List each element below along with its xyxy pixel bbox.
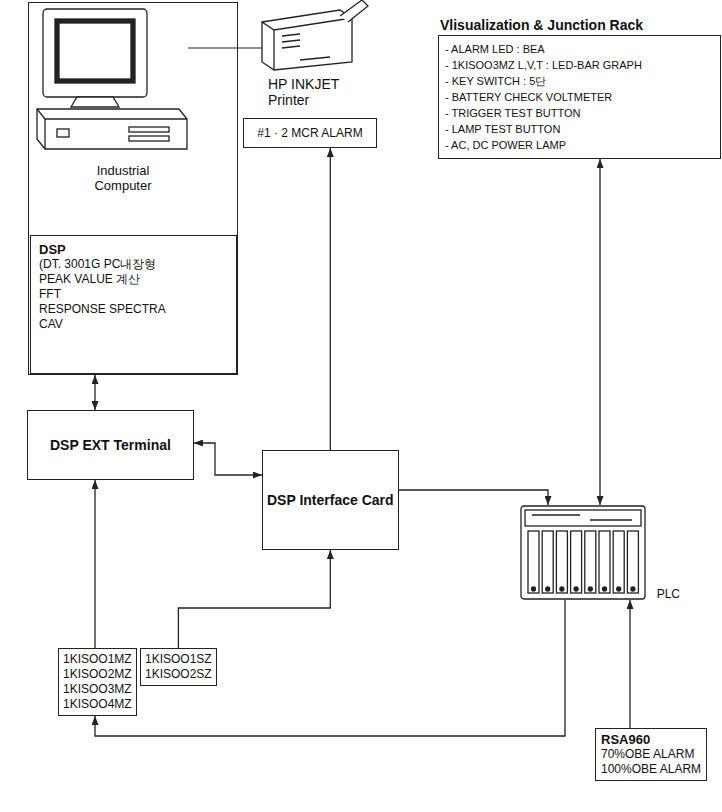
function-item: RESPONSE SPECTRA — [39, 302, 228, 317]
connector — [178, 550, 330, 648]
box-heading: DSP — [39, 242, 228, 257]
alarm-item: 100%OBE ALARM — [601, 762, 701, 777]
sensor-box: 1KISOO1MZ1KISOO2MZ1KISOO3MZ1KISOO4MZ — [58, 648, 137, 716]
connector — [94, 480, 95, 648]
alarm-box: #1 · 2 MCR ALARM — [243, 118, 377, 148]
connector — [94, 375, 95, 410]
plc-illustration — [520, 505, 646, 600]
connector — [194, 443, 262, 475]
rack-item: - ALARM LED : BEA — [445, 41, 714, 57]
rack-heading: Vlisualization & Junction Rack — [440, 18, 721, 33]
connector — [95, 600, 565, 736]
computer-illustration — [29, 3, 237, 163]
box-label: 1KISOO1SZ — [145, 652, 212, 667]
rack-item: - KEY SWITCH : 5단 — [445, 73, 714, 89]
box-label: 1KISOO2MZ — [63, 667, 132, 682]
box-label: 1KISOO3MZ — [63, 682, 132, 697]
connector — [330, 148, 331, 450]
function-item: CAV — [39, 317, 228, 332]
box-label: 1KISOO1MZ — [63, 652, 132, 667]
rack-item: - LAMP TEST BUTTON — [445, 121, 714, 137]
rack-item: - TRIGGER TEST BUTTON — [445, 105, 714, 121]
box-label: DSP Interface Card — [267, 492, 394, 509]
box-heading: RSA960 — [601, 732, 701, 747]
box-label: 1KISOO2SZ — [145, 667, 212, 682]
printer-illustration — [262, 0, 368, 70]
rack-item: - 1KISOO3MZ L,V,T : LED-BAR GRAPH — [445, 57, 714, 73]
alarm-source-box: RSA96070%OBE ALARM100%OBE ALARM — [595, 728, 707, 781]
box-label: DSP EXT Terminal — [50, 437, 171, 454]
box-label: 1KISOO4MZ — [63, 697, 132, 712]
junction-rack: Vlisualization & Junction Rack - ALARM LE… — [438, 18, 721, 159]
rack-list: - ALARM LED : BEA- 1KISOO3MZ L,V,T : LED… — [438, 35, 721, 159]
dsp-box: DSP(DT. 3001G PC내장형PEAK VALUE 계산FFTRESPO… — [30, 235, 237, 374]
alarm-item: 70%OBE ALARM — [601, 747, 701, 762]
connector — [599, 159, 600, 505]
device-label: Industrial Computer — [77, 163, 169, 193]
connector — [399, 490, 548, 505]
printer-cable — [188, 47, 262, 48]
plc-label: PLC — [657, 587, 680, 602]
device-label: HP INKJET Printer — [268, 76, 354, 108]
function-item: (DT. 3001G PC내장형 — [39, 257, 228, 272]
function-item: PEAK VALUE 계산 — [39, 272, 228, 287]
rack-item: - BATTERY CHECK VOLTMETER — [445, 89, 714, 105]
computer-enclosure: Industrial ComputerDSP(DT. 3001G PC내장형PE… — [28, 2, 238, 375]
plc-rack: PLC — [520, 505, 690, 600]
sensor-box: 1KISOO1SZ1KISOO2SZ — [140, 648, 217, 686]
terminal-box: DSP EXT Terminal — [27, 410, 194, 480]
interface-card: DSP Interface Card — [262, 450, 399, 550]
rack-item: - AC, DC POWER LAMP — [445, 137, 714, 153]
function-item: FFT — [39, 287, 228, 302]
box-label: #1 · 2 MCR ALARM — [257, 126, 362, 141]
connector — [629, 600, 630, 728]
